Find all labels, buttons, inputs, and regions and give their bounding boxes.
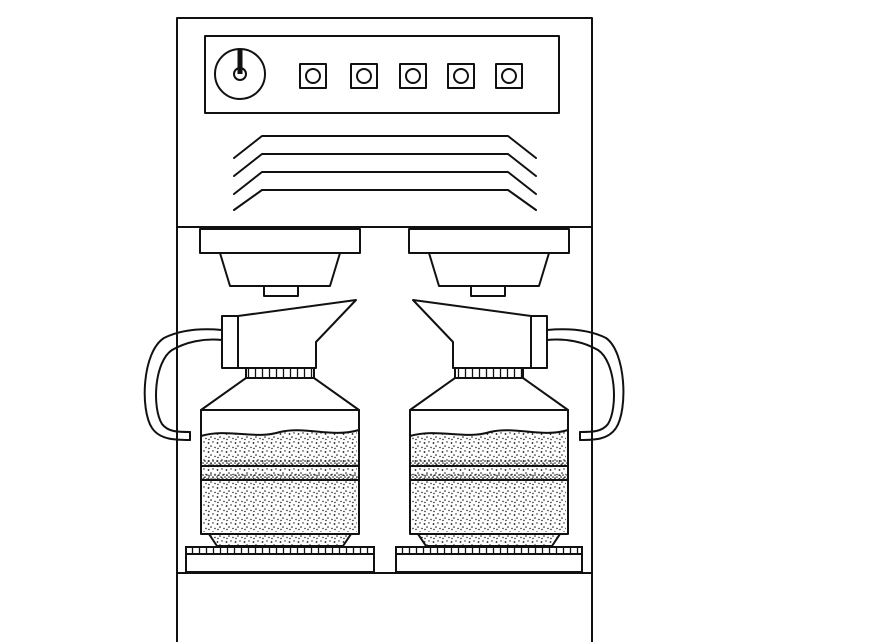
brew-head-right: [408, 228, 570, 297]
control-panel: [204, 35, 560, 114]
warmer-plate-left: [185, 546, 375, 573]
carafe-right[interactable]: [409, 299, 625, 547]
button-4[interactable]: [447, 63, 475, 89]
dial-knob[interactable]: [214, 48, 266, 100]
carafe-left[interactable]: [143, 299, 360, 547]
button-2[interactable]: [350, 63, 378, 89]
vent-slats: [233, 135, 537, 211]
button-3[interactable]: [399, 63, 427, 89]
button-5[interactable]: [495, 63, 523, 89]
warmer-plate-right: [395, 546, 583, 573]
brew-head-left: [199, 228, 361, 297]
button-1[interactable]: [299, 63, 327, 89]
